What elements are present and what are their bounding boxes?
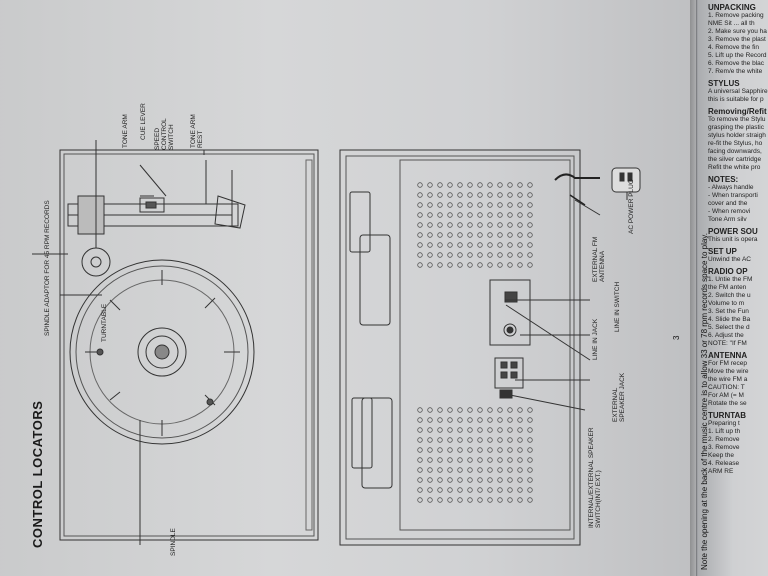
- radio-line: NOTE: "If FM: [708, 340, 747, 347]
- removing-line: re-fit the Stylus, ho: [708, 140, 763, 147]
- turntable-line: ARM RE: [708, 468, 734, 475]
- back-panel-slot-top: [349, 191, 371, 253]
- unpacking-line: 1. Remove packing: [708, 12, 764, 19]
- speaker-grille-top: [417, 182, 533, 268]
- label-ac-plug: AC POWER PLUG: [628, 179, 635, 234]
- label-turntable: TURNTABLE: [101, 303, 108, 342]
- unpacking-line: 2. Make sure you ha: [708, 28, 767, 35]
- radio-line: 5. Select the d: [708, 324, 750, 331]
- unpacking-line: 6. Remove the blac: [708, 60, 765, 67]
- heading-removing: Removing/Refit: [708, 107, 767, 116]
- turntable-line: 4. Release: [708, 460, 740, 467]
- notes-line: - When removi: [708, 208, 751, 215]
- antenna-line: the wire FM a: [708, 376, 748, 383]
- page-fold: [690, 0, 698, 576]
- unpacking-line: 4. Remove the fin: [708, 44, 759, 51]
- unpacking-line: NME Sit ... all th: [708, 20, 755, 27]
- radio-line: Volume to m: [708, 300, 745, 307]
- setup-line: Unwind the AC: [708, 256, 751, 263]
- removing-line: To remove the Stylu: [708, 116, 766, 123]
- turntable-platter: [69, 259, 255, 445]
- power-line: This unit is opera: [708, 236, 758, 243]
- notes-line: Tone Arm silv: [708, 216, 747, 223]
- removing-line: the silver cartridge: [708, 156, 762, 163]
- notes-line: - Always handle: [708, 184, 754, 191]
- heading-stylus: STYLUS: [708, 79, 740, 88]
- removing-line: Refit the white pro: [708, 164, 761, 171]
- line-in-module: [489, 279, 531, 346]
- antenna-line: For FM recep: [708, 360, 748, 367]
- page-title: CONTROL LOCATORS: [30, 400, 45, 548]
- ac-plug: [611, 167, 641, 193]
- radio-line: 3. Set the Fun: [708, 308, 749, 315]
- unpacking-line: 7. Rem/e the white: [708, 68, 763, 75]
- speaker-grille-bottom: [417, 407, 533, 503]
- heading-turntable: TURNTAB: [708, 411, 747, 420]
- heading-notes: NOTES:: [708, 175, 739, 184]
- spindle-hub: [137, 327, 187, 377]
- spindle-adaptor: [81, 247, 111, 277]
- turntable-line: 1. Lift up th: [708, 428, 741, 435]
- notes-line: cover and the: [708, 200, 748, 207]
- label-line-in-switch: LINE IN SWITCH: [614, 281, 621, 332]
- notes-line: - When transporti: [708, 192, 758, 199]
- heading-power: POWER SOU: [708, 227, 758, 236]
- turntable-line: Preparing t: [708, 420, 740, 427]
- radio-line: 2. Switch the u: [708, 292, 751, 299]
- back-panel-slot-bottom: [351, 397, 373, 469]
- next-page: [696, 0, 768, 576]
- radio-line: 4. Slide the Ba: [708, 316, 751, 323]
- back-panel-frame: [339, 149, 581, 546]
- label-speed-switch: SPEED CONTROL SWITCH: [154, 118, 175, 150]
- label-line-in-jack: LINE IN JACK: [592, 318, 599, 360]
- unpacking-line: 5. Lift up the Record: [708, 52, 767, 59]
- heading-unpacking: UNPACKING: [708, 3, 756, 12]
- stylus-line: this is suitable for p: [708, 96, 764, 103]
- antenna-line: CAUTION: T: [708, 384, 745, 391]
- radio-line: 1. Untie the FM: [708, 276, 753, 283]
- ac-cord: [554, 173, 600, 181]
- turntable-line: 3. Remove: [708, 444, 740, 451]
- label-tone-arm-rest: TONE ARM REST: [190, 114, 204, 148]
- antenna-line: Move the wire: [708, 368, 749, 375]
- radio-line: 6. Adjust the: [708, 332, 744, 339]
- turntable-line: 2. Remove: [708, 436, 740, 443]
- label-ext-speaker-jack: EXTERNAL SPEAKER JACK: [612, 372, 626, 422]
- antenna-line: For AM (= M: [708, 392, 744, 399]
- removing-line: facing downwards,: [708, 148, 762, 155]
- heading-radio: RADIO OP: [708, 267, 748, 276]
- page-number: 3: [672, 335, 681, 340]
- right-page-text: UNPACKING 1. Remove packing NME Sit ... …: [708, 4, 768, 476]
- radio-line: the FM anten: [708, 284, 747, 291]
- antenna-line: Rotate the se: [708, 400, 747, 407]
- label-spindle: SPINDLE: [170, 528, 177, 556]
- tone-arm-rest: [214, 195, 246, 229]
- stylus-line: A universal Sapphire: [708, 88, 768, 95]
- label-spindle-adaptor: SPINDLE ADAPTOR FOR 45 RPM RECORDS: [44, 200, 51, 336]
- removing-line: stylus holder straigh: [708, 132, 766, 139]
- removing-line: grasping the plastic: [708, 124, 765, 131]
- heading-setup: SET UP: [708, 247, 737, 256]
- ext-speaker-jack-block: [494, 357, 524, 389]
- unpacking-line: 3. Remove the plast: [708, 36, 766, 43]
- turntable-line: Keep the: [708, 452, 735, 459]
- label-cue-lever: CUE LEVER: [140, 103, 147, 140]
- label-tone-arm: TONE ARM: [122, 114, 129, 148]
- label-fm-antenna: EXTERNAL FM ANTENNA: [592, 236, 606, 282]
- turntable-frame: [59, 149, 319, 541]
- label-int-ext-switch: INTERNAL/EXTERNAL SPEAKER SWITCH(INT/ EX…: [588, 427, 602, 528]
- heading-antenna: ANTENNA: [708, 351, 748, 360]
